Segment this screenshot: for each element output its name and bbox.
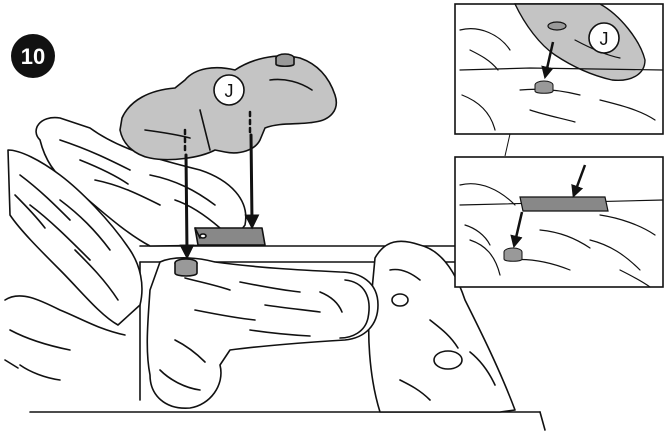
step-number-badge: 10 xyxy=(11,34,55,78)
center-front-log xyxy=(147,258,378,408)
slot-bracket xyxy=(195,228,265,245)
detail-inset-bottom xyxy=(455,157,663,287)
arrow-to-bracket xyxy=(251,135,252,222)
part-j-callout: J xyxy=(214,75,244,105)
locating-peg xyxy=(175,259,197,276)
step-number: 10 xyxy=(21,44,45,69)
detail-inset-top: J xyxy=(455,4,663,134)
inset-connector xyxy=(505,134,510,156)
detail-top-part-label: J xyxy=(600,29,609,49)
arrow-to-peg xyxy=(186,155,187,252)
log-part-j xyxy=(120,54,336,160)
part-j-label: J xyxy=(225,81,234,101)
